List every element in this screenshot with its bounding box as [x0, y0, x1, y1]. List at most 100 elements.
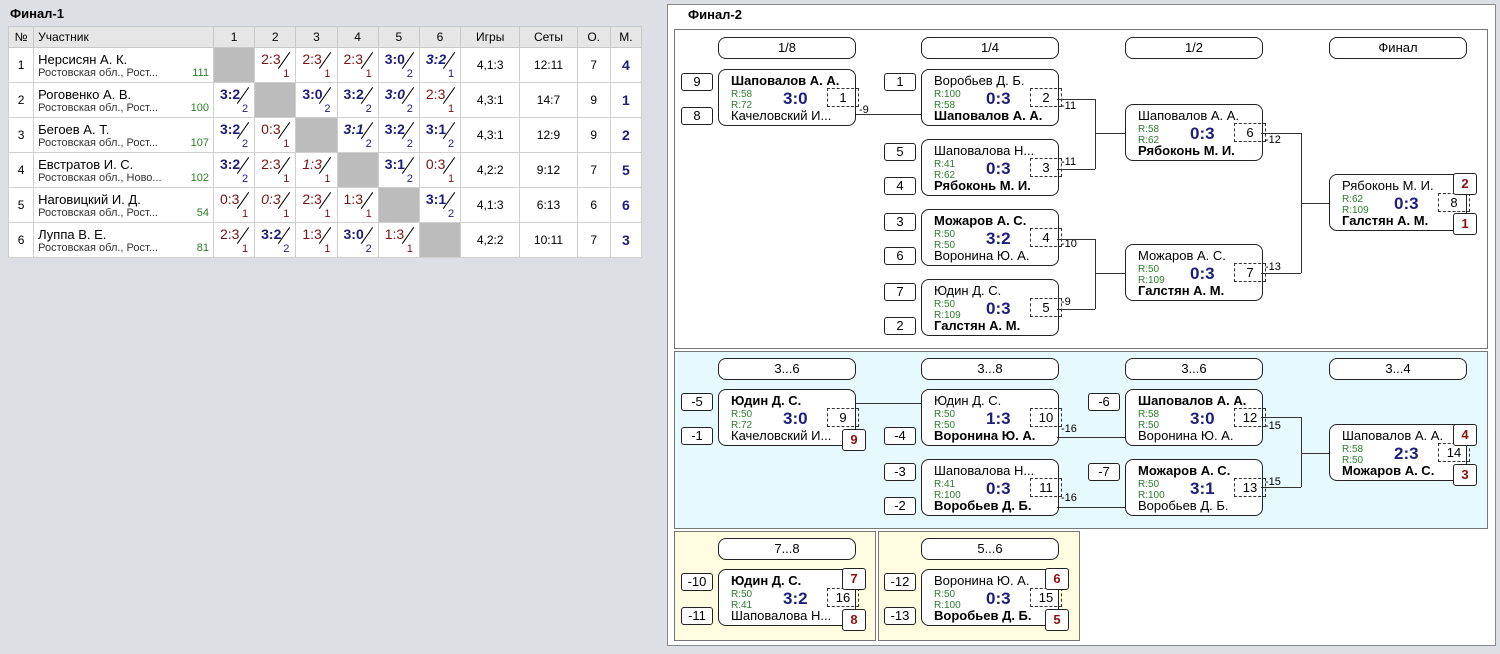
- bracket-connector: [1095, 99, 1096, 169]
- match-result-cell[interactable]: 2:3 1: [295, 47, 338, 83]
- match-result-cell[interactable]: 2:3 1: [212, 222, 256, 258]
- match-result-cell[interactable]: 2:3 1: [254, 152, 297, 188]
- match-result-cell[interactable]: 3:1 2: [418, 187, 462, 223]
- match-box[interactable]: Шаповалов А. А. R:58 R:50 2:3 14 Можаров…: [1329, 424, 1470, 481]
- match-score: 2:3: [302, 51, 322, 67]
- round-header: 3...6: [1125, 358, 1263, 380]
- col-place: М.: [609, 26, 643, 48]
- round-header: 5...6: [921, 538, 1059, 560]
- match-result-cell[interactable]: 1:3 1: [295, 152, 338, 188]
- match-box[interactable]: Юдин Д. С. R:50 R:72 3:0 9 Качеловский И…: [718, 389, 859, 446]
- player2-rating: R:50: [1342, 455, 1364, 466]
- match-number: 11: [1030, 478, 1062, 497]
- match-result-cell[interactable]: 3:2 2: [336, 82, 379, 118]
- match-result-cell[interactable]: 0:3 1: [254, 187, 297, 223]
- player2-rating: R:72: [731, 420, 753, 431]
- match-result-cell[interactable]: 3:0 2: [377, 47, 420, 83]
- participant-region: Ростовская обл., Рост...: [38, 206, 158, 219]
- player1-rating: R:58: [1342, 444, 1364, 455]
- bracket-connector: [1301, 203, 1329, 204]
- match-box[interactable]: Можаров А. С. R:50 R:109 0:3 7 Галстян А…: [1125, 244, 1266, 301]
- participant-cell[interactable]: Роговенко А. В. Ростовская обл., Рост...…: [33, 82, 214, 118]
- player1-name: Шаповалов А. А.: [731, 73, 840, 88]
- match-box[interactable]: Юдин Д. С. R:50 R:109 0:3 5 Галстян А. М…: [921, 279, 1062, 336]
- participant-cell[interactable]: Евстратов И. С. Ростовская обл., Ново...…: [33, 152, 214, 188]
- match-result-cell[interactable]: 3:2 2: [212, 82, 256, 118]
- final1-table: № Участник 1 2 3 4 5 6 Игры Сеты О. М. 1…: [7, 26, 643, 258]
- player2-name: Воробьев Д. Б.: [1138, 498, 1229, 513]
- seed-box: -2: [884, 497, 916, 515]
- player1-rating: R:58: [1138, 124, 1160, 135]
- participant-cell[interactable]: Нерсисян А. К. Ростовская обл., Рост... …: [33, 47, 214, 83]
- match-score: 0:3: [1394, 194, 1419, 213]
- match-points: 2: [406, 138, 413, 150]
- match-points: 1: [283, 173, 290, 185]
- participant-cell[interactable]: Бегоев А. Т. Ростовская обл., Рост... 10…: [33, 117, 214, 153]
- match-score: 1:3: [343, 191, 363, 207]
- match-number: 9: [827, 408, 859, 427]
- match-result-cell[interactable]: 2:3 1: [418, 82, 462, 118]
- match-result-cell[interactable]: 2:3 1: [295, 187, 338, 223]
- match-points: 2: [406, 68, 413, 80]
- player2-name: Можаров А. С.: [1342, 463, 1435, 478]
- bracket-connector: [1057, 99, 1095, 100]
- match-box[interactable]: Рябоконь М. И. R:62 R:109 0:3 8 Галстян …: [1329, 174, 1470, 231]
- match-result-cell[interactable]: 3:0 2: [336, 222, 379, 258]
- match-score: 3:1: [343, 121, 364, 137]
- match-box[interactable]: Юдин Д. С. R:50 R:50 1:3 10 Воронина Ю. …: [921, 389, 1062, 446]
- match-score: 3:1: [425, 121, 447, 137]
- place-cell: 3: [609, 222, 643, 258]
- participant-cell[interactable]: Луппа В. Е. Ростовская обл., Рост... 81: [33, 222, 214, 258]
- player1-name: Юдин Д. С.: [934, 283, 1002, 298]
- match-result-cell[interactable]: 0:3 1: [418, 152, 462, 188]
- player1-name: Шаповалов А. А.: [1342, 428, 1444, 443]
- seed-box: 3: [884, 213, 916, 231]
- player2-name: Воронина Ю. А.: [934, 248, 1030, 263]
- match-result-cell[interactable]: 0:3 1: [254, 117, 297, 153]
- match-box[interactable]: Шаповалов А. А. R:58 R:50 3:0 12 Воронин…: [1125, 389, 1266, 446]
- match-result-cell[interactable]: 3:0 2: [377, 82, 420, 118]
- match-result-cell[interactable]: 3:1 2: [336, 117, 379, 153]
- match-result-cell[interactable]: 3:2 2: [212, 152, 256, 188]
- match-box[interactable]: Шаповалова Н... R:41 R:62 0:3 3 Рябоконь…: [921, 139, 1062, 196]
- match-result-cell[interactable]: 3:0 2: [295, 82, 338, 118]
- sets-cell: 6:13: [519, 187, 578, 223]
- seed-box: -6: [1088, 393, 1120, 411]
- match-result-cell[interactable]: 1:3 1: [295, 222, 338, 258]
- match-score: 0:3: [986, 159, 1011, 178]
- participant-region: Ростовская обл., Рост...: [38, 136, 158, 149]
- match-result-cell[interactable]: 3:1 2: [418, 117, 462, 153]
- match-result-cell[interactable]: 3:2 2: [254, 222, 297, 258]
- match-number: 7: [1234, 263, 1266, 282]
- match-score: 2:3: [219, 226, 240, 242]
- loser-destination-label: -16: [1061, 423, 1077, 435]
- participant-cell[interactable]: Наговицкий И. Д. Ростовская обл., Рост..…: [33, 187, 214, 223]
- player1-name: Шаповалова Н...: [934, 463, 1035, 478]
- match-box[interactable]: Юдин Д. С. R:50 R:41 3:2 16 Шаповалова Н…: [718, 569, 859, 626]
- match-result-cell[interactable]: 2:3 1: [336, 47, 379, 83]
- match-box[interactable]: Можаров А. С. R:50 R:100 3:1 13 Воробьев…: [1125, 459, 1266, 516]
- match-box[interactable]: Шаповалов А. А. R:58 R:62 0:3 6 Рябоконь…: [1125, 104, 1266, 161]
- col-points: О.: [576, 26, 611, 48]
- match-box[interactable]: Воронина Ю. А. R:50 R:100 0:3 15 Воробье…: [921, 569, 1062, 626]
- match-points: 1: [283, 138, 290, 150]
- match-box[interactable]: Шаповалов А. А. R:58 R:72 3:0 1 Качеловс…: [718, 69, 859, 126]
- round-header: 1/4: [921, 37, 1059, 59]
- match-box[interactable]: Шаповалова Н... R:41 R:100 0:3 11 Воробь…: [921, 459, 1062, 516]
- match-result-cell[interactable]: 1:3 1: [377, 222, 420, 258]
- match-result-cell[interactable]: 0:3 1: [212, 187, 256, 223]
- match-result-cell[interactable]: 2:3 1: [254, 47, 297, 83]
- match-box[interactable]: Воробьев Д. Б. R:100 R:58 0:3 2 Шаповало…: [921, 69, 1062, 126]
- match-result-cell[interactable]: 3:2 2: [212, 117, 256, 153]
- final-place-box: 2: [1453, 173, 1477, 195]
- participant-rating: 54: [196, 207, 209, 219]
- match-result-cell[interactable]: 1:3 1: [336, 187, 379, 223]
- participant-rating: 100: [190, 102, 209, 114]
- match-box[interactable]: Можаров А. С. R:50 R:50 3:2 4 Воронина Ю…: [921, 209, 1062, 266]
- match-score: 3:0: [343, 226, 364, 242]
- match-result-cell[interactable]: 3:2 1: [418, 47, 462, 83]
- round-header: 1/8: [718, 37, 856, 59]
- match-result-cell[interactable]: 3:1 2: [377, 152, 420, 188]
- match-result-cell[interactable]: 3:2 2: [377, 117, 420, 153]
